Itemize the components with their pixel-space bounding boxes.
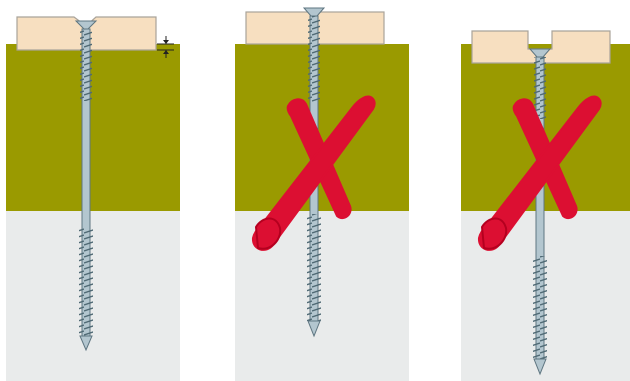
red-x-icon — [251, 95, 376, 251]
screw — [528, 48, 552, 376]
screw-thread-upper — [80, 29, 92, 101]
wood-block — [235, 44, 409, 211]
screw-thread-upper — [534, 57, 546, 119]
screw-tip — [533, 358, 547, 376]
screw-tip — [79, 335, 93, 352]
panel-wrong-sunk — [461, 30, 630, 381]
screw-tip — [307, 320, 321, 338]
fixing-plate — [471, 30, 611, 64]
gap-dimension-marker — [157, 36, 174, 58]
screw-thread-upper — [308, 16, 320, 102]
screw — [74, 20, 98, 352]
wood-block — [6, 44, 180, 211]
screw-thread-lower — [79, 228, 93, 336]
panel-wrong-raised — [235, 7, 409, 381]
red-x-icon — [477, 95, 602, 251]
screw-thread-lower — [533, 256, 547, 359]
panel-correct — [6, 16, 180, 381]
screw-thread-lower — [307, 214, 321, 321]
